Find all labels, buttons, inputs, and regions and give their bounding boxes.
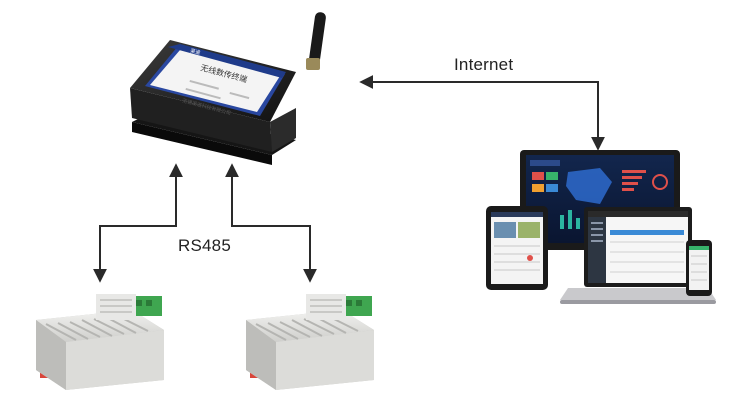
internet-link xyxy=(359,75,605,151)
router-antenna-icon xyxy=(306,12,326,70)
rs485-label: RS485 xyxy=(178,236,231,255)
rs485-link-left xyxy=(93,163,183,283)
gateway-device: 无线数传终端 无锡渠道科技有限公司 渠道 xyxy=(130,12,326,165)
sensor-module-icon xyxy=(36,294,164,390)
rs485-link-right xyxy=(225,163,317,283)
phone-icon xyxy=(686,240,712,296)
internet-label: Internet xyxy=(454,55,514,74)
gateway-brand: 渠道 xyxy=(189,47,200,56)
laptop-dashboard-icon xyxy=(560,207,716,304)
sensor-module-icon xyxy=(246,294,374,390)
tablet-map-icon xyxy=(486,206,548,290)
